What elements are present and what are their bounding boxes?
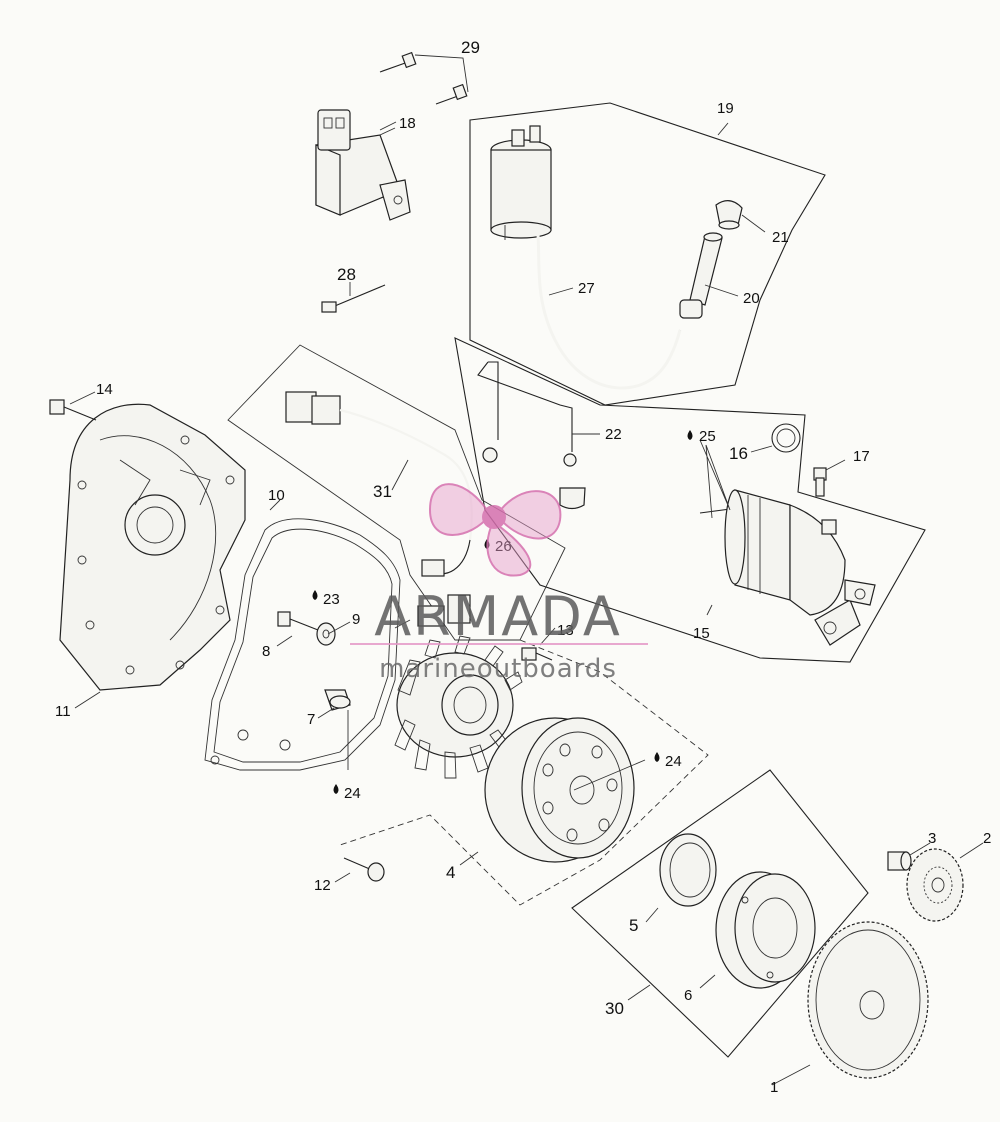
group-19-outline	[469, 102, 826, 406]
clutch-housing-6	[715, 871, 816, 989]
idler-gear-2	[906, 848, 964, 922]
leader-lines	[69, 121, 984, 1086]
callout-3: 3	[928, 830, 936, 847]
callout-13: 13	[557, 622, 574, 639]
propeller-logo-icon	[428, 483, 562, 577]
callout-27: 27	[578, 280, 595, 297]
callout-23: 23	[323, 591, 340, 608]
group-31-outline	[227, 344, 566, 641]
watermark: ARMADA marineoutboards	[350, 483, 648, 684]
wire-harness-31	[285, 391, 473, 575]
bolt-7	[324, 689, 351, 711]
callout-17: 17	[853, 448, 870, 465]
o-ring-16	[771, 423, 801, 453]
callout-26: 26	[495, 538, 512, 555]
callout-11: 11	[55, 703, 71, 720]
callout-25: 25	[699, 428, 716, 445]
group-4-outline	[339, 639, 709, 906]
callout-28: 28	[337, 265, 356, 284]
flywheel-4	[484, 717, 635, 863]
watermark-tagline: marineoutboards	[379, 654, 617, 684]
callout-18: 18	[399, 115, 416, 132]
bushing-3	[887, 851, 912, 871]
group-15-outline	[454, 337, 926, 663]
watermark-brand: ARMADA	[374, 585, 622, 648]
ring-gear-1	[807, 921, 929, 1079]
callout-2: 2	[983, 830, 991, 847]
callout-5: 5	[629, 916, 638, 935]
washer-9	[316, 622, 336, 646]
callout-30: 30	[605, 999, 624, 1018]
callout-12: 12	[314, 877, 331, 894]
callout-1: 1	[770, 1079, 778, 1096]
pickup-26	[417, 559, 471, 627]
stator	[394, 635, 523, 779]
callout-16: 16	[729, 444, 748, 463]
spark-plug-cap-20	[679, 232, 723, 319]
callout-4: 4	[446, 863, 455, 882]
callout-labels: 1 2 3 4 5 6 7 8 9 10 11 12 13 14 15 16 1…	[55, 38, 991, 1096]
ground-lead-22	[477, 361, 586, 510]
cdi-unit-18	[315, 109, 411, 221]
callout-29: 29	[461, 38, 480, 57]
callout-22: 22	[605, 426, 622, 443]
one-way-clutch-5	[659, 833, 717, 907]
bolt-8	[277, 611, 319, 631]
callout-15: 15	[693, 625, 710, 642]
callout-9: 9	[352, 611, 360, 628]
cable-tie-28	[321, 284, 386, 313]
bolt-12	[343, 857, 385, 882]
callout-14: 14	[96, 381, 113, 398]
callout-24-flywheel: 24	[665, 753, 682, 770]
callout-7: 7	[307, 711, 315, 728]
callout-8: 8	[262, 643, 270, 660]
magneto-cover-11	[59, 403, 246, 691]
starter-motor-15	[699, 489, 876, 646]
cap-21	[715, 200, 743, 230]
bolt-17	[813, 467, 827, 497]
callout-20: 20	[743, 290, 760, 307]
callout-19: 19	[717, 100, 734, 117]
bolt-14	[49, 399, 97, 421]
group-30-outline	[571, 769, 869, 1058]
callout-21: 21	[772, 229, 789, 246]
callout-6: 6	[684, 987, 692, 1004]
callout-31: 31	[373, 482, 392, 501]
ignition-coil-19	[490, 125, 682, 390]
callout-10: 10	[268, 487, 285, 504]
callout-24-bolt: 24	[344, 785, 361, 802]
bolt-13	[521, 647, 553, 661]
gasket-10	[204, 518, 401, 771]
rivet-29	[379, 51, 469, 105]
